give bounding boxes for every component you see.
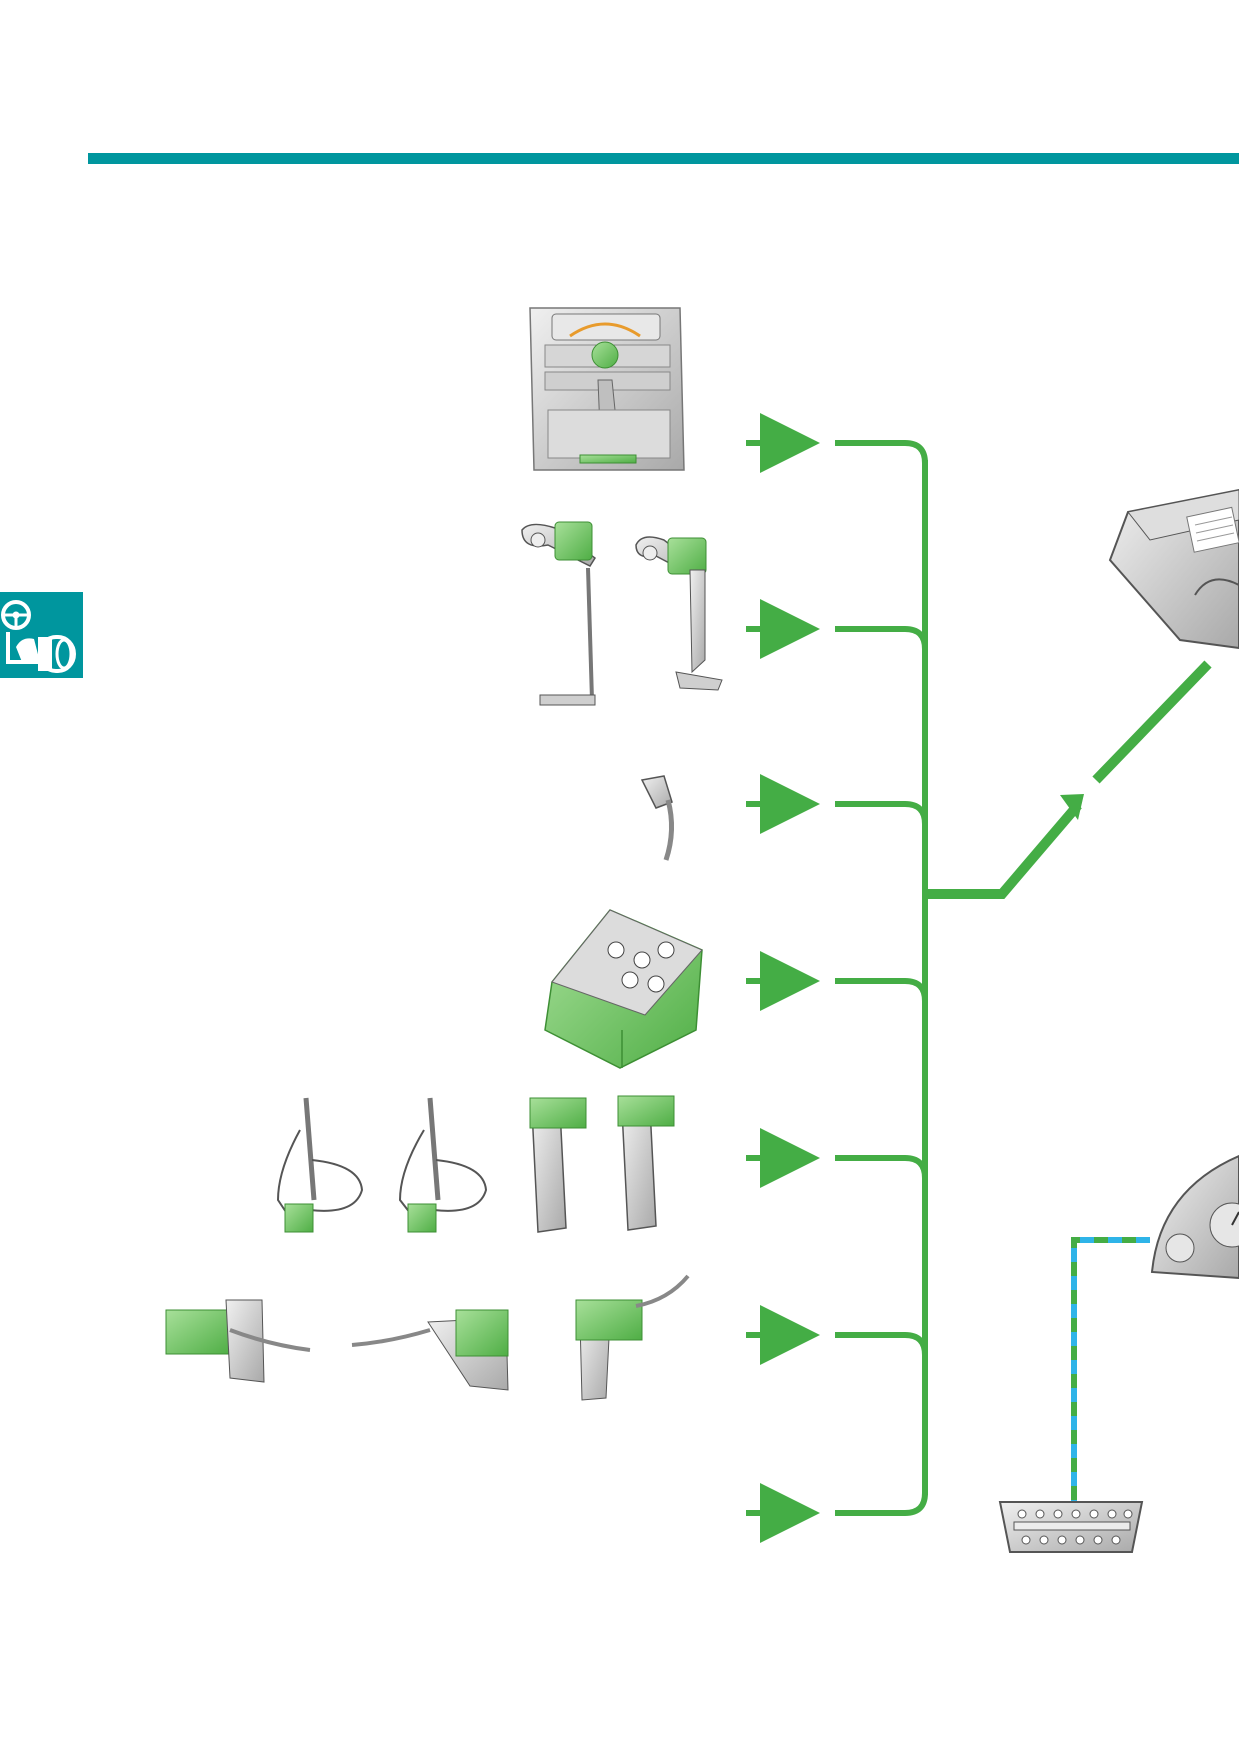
solenoid-valve-block-icon: [544, 909, 703, 1069]
input-arrow-6: [746, 1305, 928, 1365]
bus-arrowhead: [1060, 794, 1084, 820]
body-height-sensors-icon: [521, 521, 723, 706]
steering-wheel-with-suspension-icon: [0, 592, 83, 678]
acceleration-sensors-icon: [276, 1095, 675, 1233]
section-tab: [0, 592, 83, 678]
input-arrows: [746, 413, 928, 1543]
control-unit-icon: [1108, 488, 1239, 650]
bus-to-control-unit: [928, 801, 1082, 899]
body-acceleration-sensors-icon: [165, 1274, 690, 1401]
control-unit-signal: [1092, 660, 1212, 784]
instrument-cluster-icon: [1150, 1154, 1239, 1280]
header-rule: [88, 153, 1239, 164]
diagnostic-connector-icon: [998, 1501, 1144, 1553]
input-arrow-3: [746, 774, 928, 834]
pressure-sensor-icon: [640, 775, 674, 861]
center-console-level-switch-icon: [529, 307, 685, 471]
diagnostic-line: [1071, 1237, 1150, 1505]
input-arrow-4: [746, 951, 928, 1011]
input-arrow-2: [746, 599, 928, 659]
input-arrow-7: [746, 1483, 928, 1543]
input-arrow-5: [746, 1128, 928, 1188]
input-arrow-1: [746, 413, 928, 473]
